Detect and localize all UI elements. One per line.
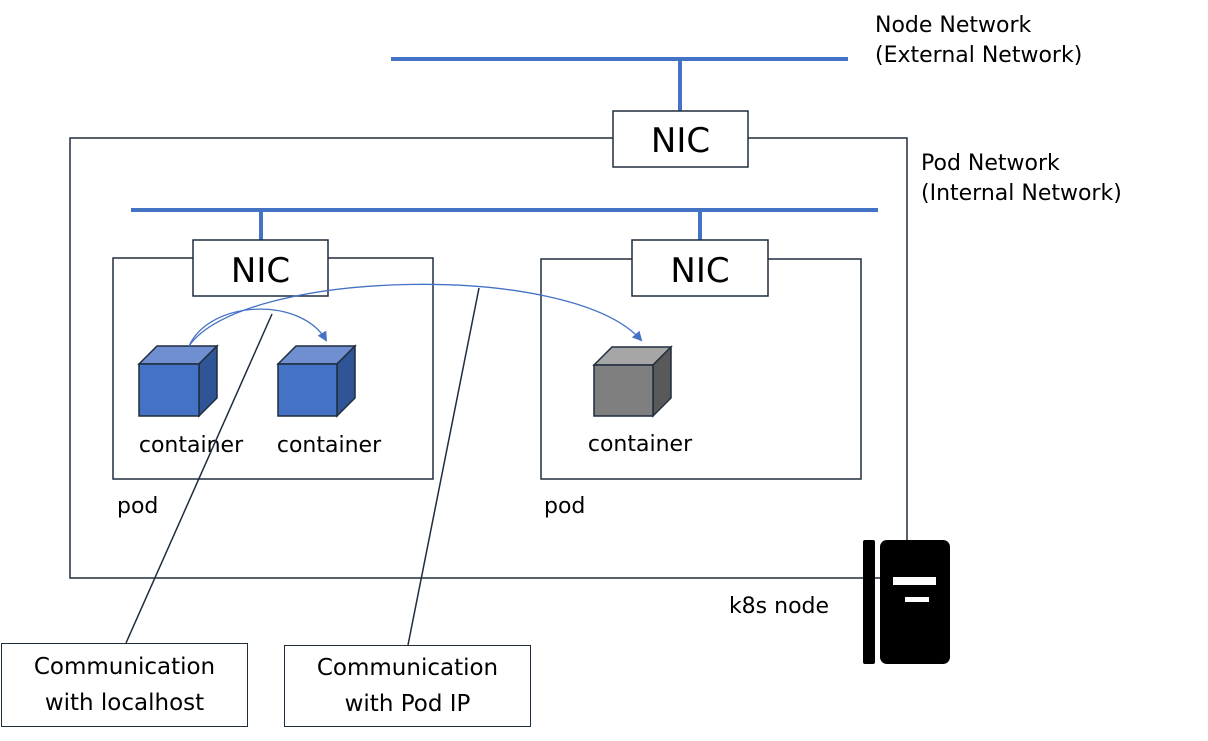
pod-ip-callout-line1: Communication [316,655,499,681]
pod-ip-communication-arrow [188,283,643,347]
localhost-callout-leader [125,313,273,644]
k8s-node-label: k8s node [729,594,829,619]
pod-right-container-label: container [588,432,693,457]
pod-ip-communication-callout: Communication with Pod IP [284,645,531,727]
node-nic-box [612,110,749,168]
localhost-communication-callout: Communication with localhost [1,643,248,727]
container-cube-icon [276,344,357,418]
k8s-node-boundary [69,137,908,579]
pod-ip-callout-leader [407,287,480,646]
container-cube-icon [592,345,673,418]
container-cube-icon [137,344,219,418]
localhost-callout-line1: Communication [33,654,216,680]
node-network-label-line1: Node Network [875,13,1032,38]
pod-ip-callout-line2: with Pod IP [344,691,471,717]
localhost-callout-line2: with localhost [44,690,205,716]
server-icon [863,540,950,664]
pod-left-container-2-label: container [277,433,382,458]
pod-network-label-line2: (Internal Network) [921,181,1122,206]
pod-left-nic-box [192,239,329,297]
pod-left-label: pod [117,494,158,519]
pod-network-label-line1: Pod Network [921,151,1060,176]
localhost-communication-arrow [188,308,328,347]
node-nic-label: NIC [651,121,710,161]
pod-left-container-1-label: container [139,433,244,458]
pod-right-label: pod [544,494,585,519]
node-network-label-line2: (External Network) [875,43,1082,68]
pod-right-nic-box [631,239,769,297]
pod-left-nic-label: NIC [231,251,290,291]
pod-right-nic-label: NIC [670,251,729,291]
